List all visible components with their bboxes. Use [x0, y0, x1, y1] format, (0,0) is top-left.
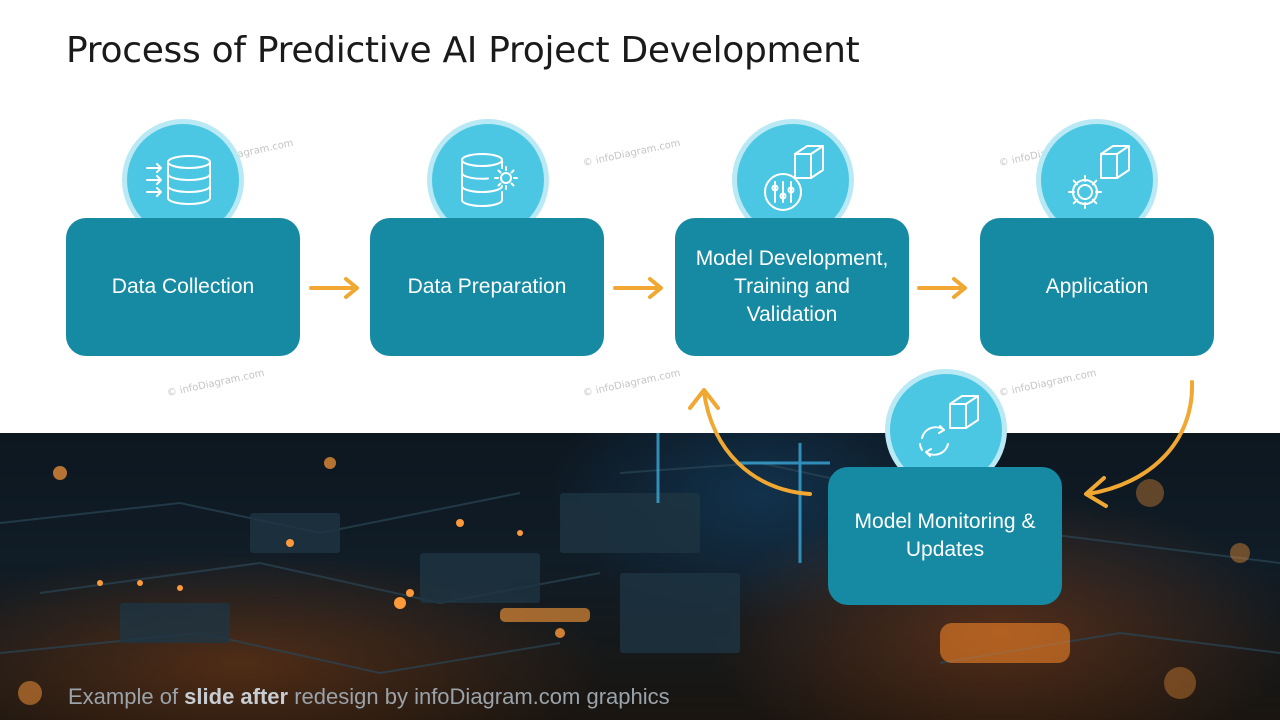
step-data-collection: Data Collection	[66, 218, 300, 356]
database-gear-icon	[448, 140, 528, 220]
step-data-preparation: Data Preparation	[370, 218, 604, 356]
arrow-right-icon	[916, 275, 970, 301]
step-application: Application	[980, 218, 1214, 356]
footer-bold: slide after	[184, 684, 288, 709]
watermark: © infoDiagram.com	[582, 368, 682, 399]
curved-arrow-up-icon	[682, 380, 822, 500]
cube-cycle-icon	[906, 390, 986, 470]
step-label: Data Collection	[112, 273, 254, 301]
step-model-development: Model Development, Training and Validati…	[675, 218, 909, 356]
arrow-right-icon	[612, 275, 666, 301]
step-label: Model Development, Training and Validati…	[695, 245, 889, 329]
watermark: © infoDiagram.com	[582, 138, 682, 169]
cube-sliders-icon	[753, 140, 833, 220]
slide-title: Process of Predictive AI Project Develop…	[66, 30, 860, 71]
curved-arrow-down-icon	[1070, 372, 1210, 512]
cube-gear-icon	[1057, 140, 1137, 220]
database-inflow-icon	[143, 140, 223, 220]
footer-prefix: Example of	[68, 684, 184, 709]
step-label: Data Preparation	[408, 273, 567, 301]
footer-caption: Example of slide after redesign by infoD…	[68, 684, 670, 710]
footer-suffix: redesign by infoDiagram.com graphics	[288, 684, 670, 709]
step-label: Model Monitoring & Updates	[848, 508, 1042, 564]
watermark: © infoDiagram.com	[166, 368, 266, 399]
step-model-monitoring: Model Monitoring & Updates	[828, 467, 1062, 605]
step-label: Application	[1046, 273, 1149, 301]
arrow-right-icon	[308, 275, 362, 301]
